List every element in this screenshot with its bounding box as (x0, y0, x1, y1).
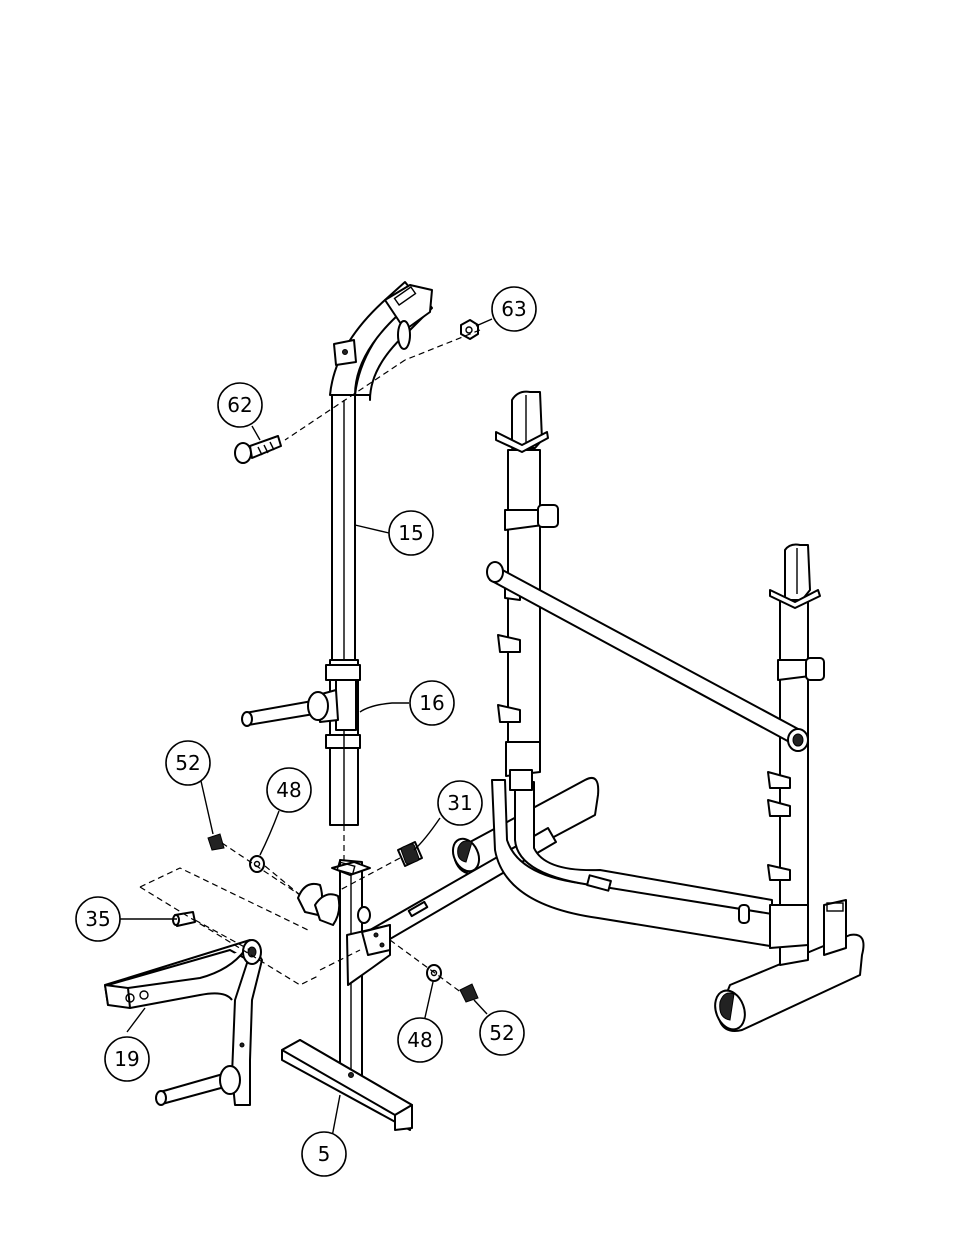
callout-52-upper: 52 (166, 741, 210, 785)
svg-text:63: 63 (501, 297, 526, 321)
callout-19: 19 (105, 1037, 149, 1081)
svg-text:15: 15 (398, 521, 423, 545)
part-5-front-post (282, 860, 412, 1130)
callout-62: 62 (218, 383, 262, 427)
svg-text:62: 62 (227, 393, 252, 417)
svg-text:31: 31 (447, 791, 472, 815)
part-15-upright (330, 282, 432, 660)
svg-text:48: 48 (407, 1028, 432, 1052)
svg-text:16: 16 (419, 691, 444, 715)
svg-text:52: 52 (175, 751, 200, 775)
callout-48-upper: 48 (267, 768, 311, 812)
svg-text:19: 19 (114, 1047, 139, 1071)
callout-35: 35 (76, 897, 120, 941)
callout-31: 31 (438, 781, 482, 825)
callout-48-lower: 48 (398, 1018, 442, 1062)
callout-15: 15 (389, 511, 433, 555)
callout-5: 5 (302, 1132, 346, 1176)
svg-text:52: 52 (489, 1021, 514, 1045)
svg-text:5: 5 (318, 1142, 331, 1166)
leader-lines (118, 319, 492, 1137)
svg-text:48: 48 (276, 778, 301, 802)
svg-text:35: 35 (85, 907, 110, 931)
callout-16: 16 (410, 681, 454, 725)
callout-52-lower: 52 (480, 1011, 524, 1055)
callout-63: 63 (492, 287, 536, 331)
